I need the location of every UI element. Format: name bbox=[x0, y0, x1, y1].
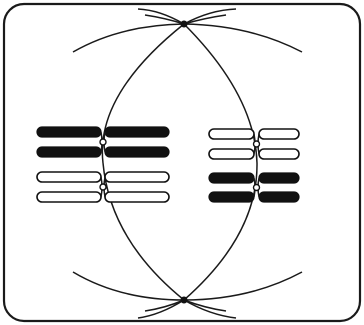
chromatid-dark bbox=[209, 192, 254, 202]
chromatid-dark bbox=[37, 127, 101, 137]
chromatid-dark bbox=[259, 173, 299, 183]
chromatid-light bbox=[209, 129, 254, 139]
chromatid-dark bbox=[105, 127, 169, 137]
centromere bbox=[254, 141, 260, 147]
chromatid-light bbox=[105, 172, 169, 182]
centromere bbox=[254, 185, 260, 191]
chromatid-light bbox=[209, 149, 254, 159]
chromatid-dark bbox=[259, 192, 299, 202]
chromatid-dark bbox=[37, 147, 101, 157]
chromatid-light bbox=[105, 192, 169, 202]
spindle-pole-bottom bbox=[181, 297, 188, 304]
centromere bbox=[100, 184, 106, 190]
chromatid-light bbox=[259, 149, 299, 159]
chromatid-dark bbox=[105, 147, 169, 157]
chromatid-light bbox=[259, 129, 299, 139]
chromatid-light bbox=[37, 192, 101, 202]
chromatid-dark bbox=[209, 173, 254, 183]
spindle-pole-top bbox=[181, 21, 188, 28]
centromere bbox=[100, 139, 106, 145]
cell-outline bbox=[4, 4, 360, 321]
chromatid-light bbox=[37, 172, 101, 182]
